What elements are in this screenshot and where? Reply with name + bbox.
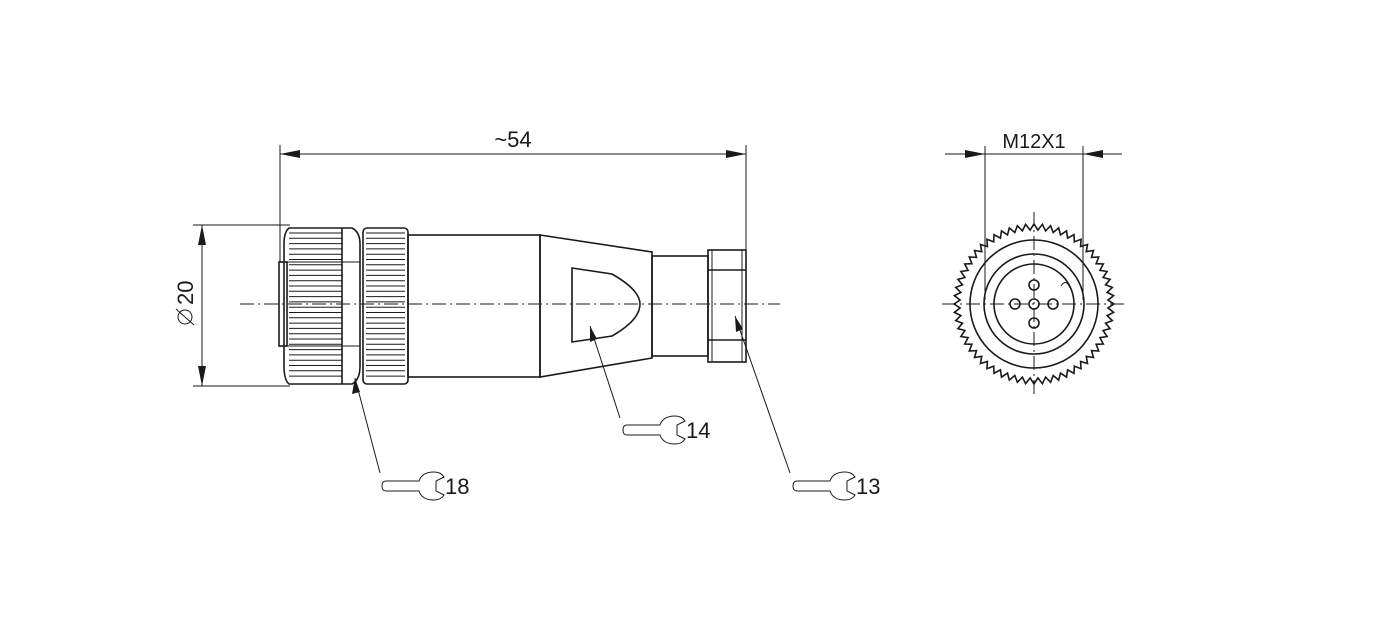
diameter-arrow-top bbox=[198, 225, 206, 245]
front-pin-top bbox=[1028, 279, 1040, 291]
cable-nut bbox=[707, 249, 747, 363]
front-face bbox=[278, 261, 288, 347]
tapered-body bbox=[539, 234, 653, 378]
leader-cable-nut-arrow bbox=[735, 316, 743, 332]
diameter-label: 20 bbox=[173, 281, 198, 305]
neck bbox=[651, 255, 709, 357]
front-knurled-ring bbox=[952, 222, 1116, 386]
front-pin-center bbox=[1028, 298, 1040, 310]
thread-arrow-right bbox=[1083, 150, 1103, 158]
thread-label: M12X1 bbox=[1002, 131, 1065, 153]
leader-body-arrow bbox=[590, 326, 597, 342]
wrench-size-cable-nut: 13 bbox=[856, 474, 880, 499]
diameter-symbol-slash bbox=[175, 308, 195, 326]
front-pin-left bbox=[1009, 298, 1021, 310]
front-pin-bottom bbox=[1028, 317, 1040, 329]
thread-arrow-left bbox=[965, 150, 985, 158]
wrench-icon bbox=[792, 471, 856, 501]
length-label: ~54 bbox=[494, 127, 531, 152]
front-contact-carrier bbox=[993, 263, 1075, 345]
leader-body bbox=[589, 325, 621, 419]
front-inner-ring-outer bbox=[969, 239, 1099, 369]
grip-ring-knurl bbox=[366, 232, 405, 377]
diameter-label-group: 20 bbox=[173, 281, 198, 326]
coupling-nut bbox=[283, 227, 361, 385]
side-view: ~54 20 18 14 13 bbox=[173, 127, 880, 501]
leader-cable-nut bbox=[734, 315, 791, 474]
leader-coupling-nut bbox=[354, 377, 381, 474]
front-view: M12X1 bbox=[942, 131, 1126, 396]
length-arrow-right bbox=[726, 150, 746, 158]
body-cylinder bbox=[407, 234, 541, 378]
leader-coupling-nut-arrow bbox=[352, 378, 360, 394]
coupling-nut-knurl bbox=[289, 232, 342, 377]
diameter-symbol-circle bbox=[177, 309, 193, 325]
wrench-flat bbox=[571, 267, 641, 343]
front-inner-ring bbox=[983, 253, 1085, 355]
length-arrow-left bbox=[280, 150, 300, 158]
wrench-icon bbox=[622, 415, 686, 445]
front-pin-right bbox=[1047, 298, 1059, 310]
wrench-icon bbox=[381, 471, 445, 501]
diameter-arrow-bottom bbox=[198, 366, 206, 386]
front-coding-key bbox=[1060, 282, 1071, 289]
wrench-size-coupling-nut: 18 bbox=[445, 474, 469, 499]
wrench-size-body: 14 bbox=[686, 418, 710, 443]
